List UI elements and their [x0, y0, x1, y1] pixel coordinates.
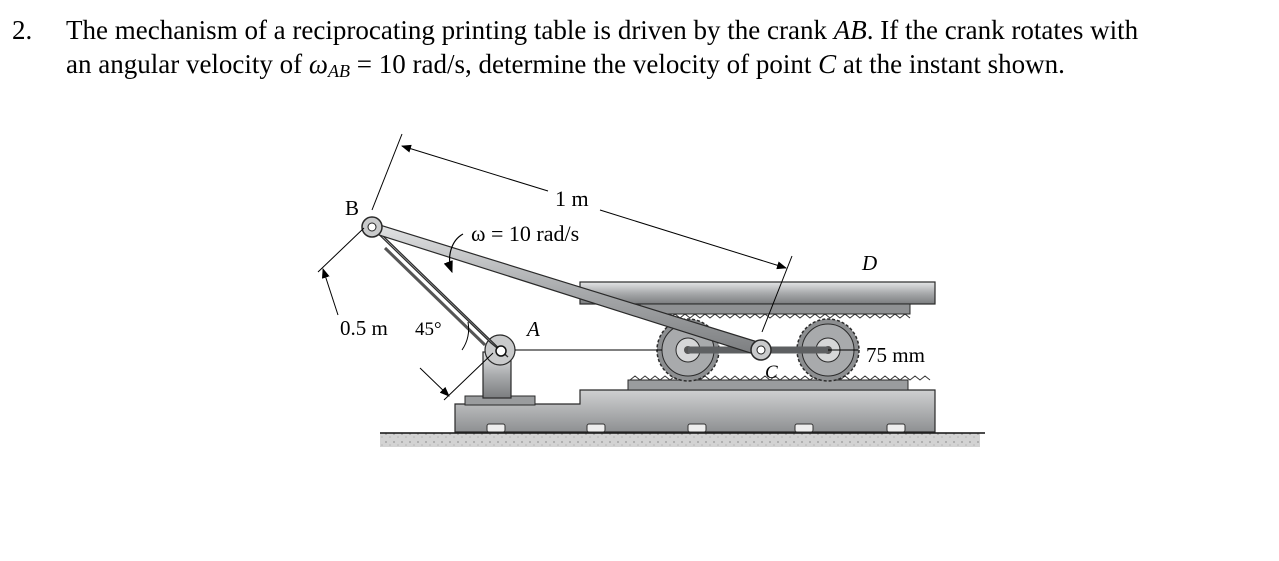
dimension-1m — [371, 133, 793, 333]
label-b: B — [345, 196, 359, 220]
text-segment: at the instant shown. — [836, 49, 1065, 79]
problem-statement: 2. The mechanism of a reciprocating prin… — [0, 14, 1279, 84]
problem-line-2: an angular velocity of ωAB = 10 rad/s, d… — [66, 48, 1065, 88]
text-segment: = 10 rad/s, determine the velocity of po… — [350, 49, 819, 79]
text-segment: The mechanism of a reciprocating printin… — [66, 15, 834, 45]
problem-number: 2. — [12, 15, 33, 45]
problem-line-1: The mechanism of a reciprocating printin… — [66, 14, 1138, 47]
base-platform — [454, 389, 936, 433]
crank-symbol: AB — [833, 15, 867, 45]
label-1m: 1 m — [555, 186, 589, 211]
label-omega: ω = 10 rad/s — [471, 221, 579, 246]
label-radius: 75 mm — [866, 343, 925, 367]
omega-symbol: ω — [308, 49, 328, 79]
angle-arc — [461, 321, 470, 351]
label-c: C — [765, 362, 778, 383]
pin-c — [750, 339, 772, 361]
label-angle: 45° — [415, 319, 442, 340]
base-slots — [486, 423, 906, 433]
text-segment: an angular velocity of — [66, 49, 309, 79]
pin-b — [361, 216, 383, 238]
text-segment: . If the crank rotates with — [866, 15, 1139, 45]
dimension-0-5m — [317, 227, 494, 401]
ground — [380, 432, 985, 447]
label-crank-length: 0.5 m — [340, 316, 388, 340]
pin-a — [495, 345, 507, 357]
printing-table — [579, 281, 936, 319]
omega-subscript: AB — [328, 61, 350, 81]
label-a: A — [525, 317, 540, 341]
lower-rack — [627, 375, 931, 391]
point-c-symbol: C — [818, 49, 837, 79]
label-d: D — [861, 251, 877, 275]
omega-arrow — [443, 233, 464, 274]
